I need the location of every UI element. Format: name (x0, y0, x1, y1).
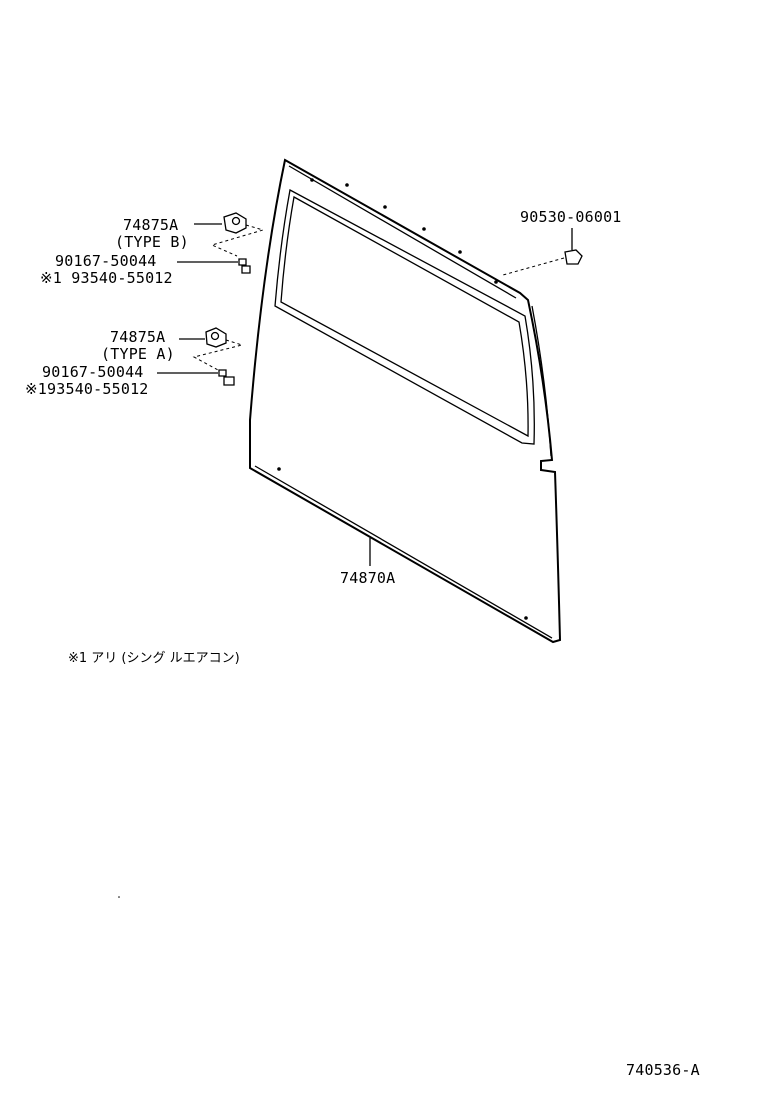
clip-lower-label: ※193540-55012 (25, 380, 149, 398)
hook-type-b-type: (TYPE B) (115, 233, 189, 251)
screw-upper-label: 90167-50044 (55, 252, 157, 270)
fastener-holes (277, 178, 528, 620)
screw-upper-icon (238, 258, 247, 266)
hook-type-a-group: 74875A (TYPE A) 90167-50044 ※193540-5501… (25, 327, 244, 398)
clip-lower-icon (223, 376, 235, 386)
footnote: ※1 アリ (シング ルエアコン) (68, 651, 240, 666)
clip-upper-icon (241, 265, 251, 274)
stray-dot (118, 896, 120, 898)
screw-lower-label: 90167-50044 (42, 363, 144, 381)
clip-right-label: 90530-06001 (520, 208, 622, 226)
hook-type-b-number: 74875A (123, 216, 178, 234)
main-board-label: 74870A (340, 569, 395, 587)
hook-type-a-type: (TYPE A) (101, 345, 175, 363)
screw-lower-icon (218, 369, 227, 377)
door-trim-board (249, 158, 562, 644)
clip-upper-label: ※1 93540-55012 (40, 269, 173, 287)
figure-code: 740536-A (626, 1061, 700, 1079)
clip-right-icon (564, 249, 583, 265)
hook-type-a-number: 74875A (110, 328, 165, 346)
hook-type-b-group: 74875A (TYPE B) 90167-50044 ※1 93540-550… (40, 212, 265, 287)
clip-right-group: 90530-06001 (502, 208, 622, 276)
